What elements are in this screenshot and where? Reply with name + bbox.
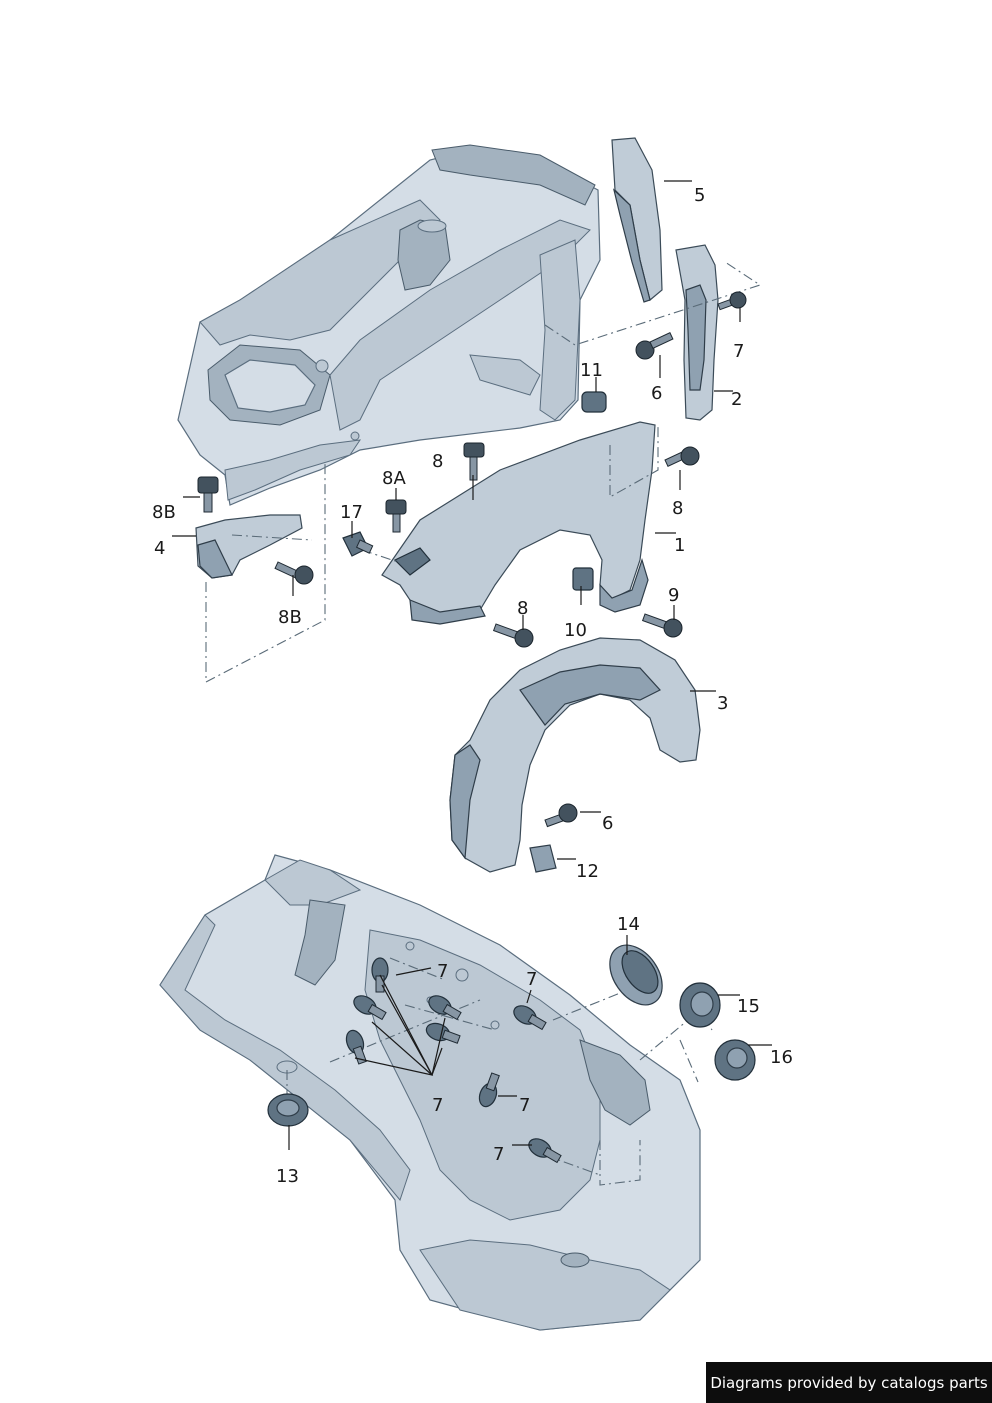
bolt-8B-lower bbox=[274, 561, 314, 585]
part-1-front-fender bbox=[381, 421, 656, 625]
callout-8A: 8A bbox=[382, 468, 406, 489]
callout-17: 17 bbox=[340, 502, 363, 523]
callouts: 5 7 6 2 11 8 8A 8B 17 8 4 1 9 8 8B 10 3 … bbox=[152, 185, 793, 1187]
nut-10 bbox=[572, 567, 594, 591]
callout-7: 7 bbox=[519, 1095, 530, 1116]
callout-4: 4 bbox=[154, 538, 165, 559]
callout-1: 1 bbox=[674, 535, 685, 556]
clip-11 bbox=[581, 391, 607, 413]
callout-2: 2 bbox=[731, 389, 742, 410]
callout-7: 7 bbox=[493, 1144, 504, 1165]
diagram-credit-text: Diagrams provided by catalogs parts bbox=[710, 1373, 988, 1392]
bolt-9 bbox=[641, 613, 683, 638]
lower-wheel-arch-structure bbox=[159, 854, 701, 1331]
callout-7: 7 bbox=[733, 341, 744, 362]
leader-lines bbox=[172, 180, 772, 1150]
front-body-structure bbox=[177, 144, 601, 506]
callout-8B: 8B bbox=[278, 607, 302, 628]
bolt-8-bottom bbox=[492, 623, 534, 648]
callout-3: 3 bbox=[717, 693, 728, 714]
plug-14 bbox=[609, 944, 663, 1006]
callout-7: 7 bbox=[432, 1095, 443, 1116]
bolt-8A bbox=[385, 499, 407, 533]
callout-15: 15 bbox=[737, 996, 760, 1017]
screw-7-upper bbox=[717, 291, 747, 311]
clips-7-group bbox=[345, 957, 562, 1164]
callout-13: 13 bbox=[276, 1166, 299, 1187]
callout-8: 8 bbox=[672, 498, 683, 519]
callout-6: 6 bbox=[651, 383, 662, 404]
callout-8: 8 bbox=[432, 451, 443, 472]
callout-7: 7 bbox=[437, 961, 448, 982]
bolt-6-upper bbox=[635, 332, 674, 360]
callout-11: 11 bbox=[580, 360, 603, 381]
part-4-mounting-bracket bbox=[195, 514, 303, 579]
clip-12 bbox=[529, 844, 557, 873]
diagram-credit-banner: Diagrams provided by catalogs parts bbox=[706, 1362, 992, 1403]
callout-7: 7 bbox=[526, 969, 537, 990]
callout-10: 10 bbox=[564, 620, 587, 641]
bolt-8-right bbox=[664, 446, 700, 468]
bolt-8B-upper bbox=[197, 476, 219, 513]
screw-6-lower bbox=[544, 803, 578, 828]
grommet-15 bbox=[679, 982, 721, 1028]
bolt-8-top bbox=[463, 442, 485, 481]
callout-5: 5 bbox=[694, 185, 705, 206]
callout-14: 14 bbox=[617, 914, 640, 935]
part-5-trim-strip bbox=[611, 137, 663, 303]
clip-17 bbox=[342, 531, 374, 557]
part-2-bracket bbox=[675, 244, 719, 421]
fasteners bbox=[197, 291, 756, 1164]
grommet-13 bbox=[267, 1093, 309, 1127]
callout-6: 6 bbox=[602, 813, 613, 834]
part-3-wheel-liner bbox=[449, 637, 701, 873]
callout-8: 8 bbox=[517, 598, 528, 619]
callout-12: 12 bbox=[576, 861, 599, 882]
callout-8B: 8B bbox=[152, 502, 176, 523]
callout-16: 16 bbox=[770, 1047, 793, 1068]
callout-9: 9 bbox=[668, 585, 679, 606]
grommet-16 bbox=[714, 1039, 756, 1081]
